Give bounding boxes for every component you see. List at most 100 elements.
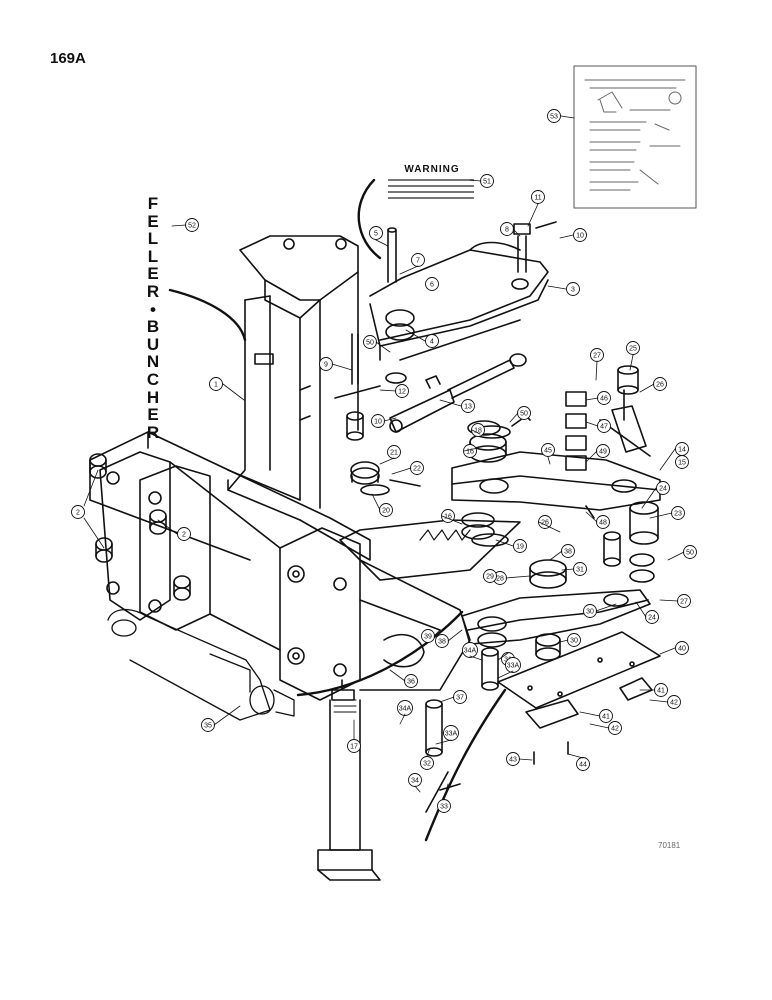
- callout-circle: [425, 277, 439, 291]
- callout-50: 50: [517, 406, 531, 420]
- leader-line: [595, 360, 598, 381]
- pivot-pins: [425, 633, 561, 813]
- callout-circle: [461, 399, 475, 413]
- leader-line: [659, 448, 676, 471]
- callout-text: 17: [350, 743, 358, 750]
- callout-text: 50: [686, 549, 694, 556]
- leader-line: [426, 747, 431, 757]
- callout-text: 29: [486, 573, 494, 580]
- callout-42: 42: [667, 695, 681, 709]
- callout-text: 20: [382, 507, 390, 514]
- leader-line: [375, 239, 389, 247]
- callout-circle: [675, 641, 689, 655]
- warning-heading: WARNING: [404, 164, 460, 175]
- leader-line: [649, 699, 669, 703]
- leader-line: [527, 203, 539, 227]
- callout-52: 52: [185, 218, 199, 232]
- leader-line: [547, 456, 551, 465]
- callout-24: 24: [656, 481, 670, 495]
- callout-text: 50: [520, 410, 528, 417]
- callout-34a: 34A: [397, 700, 413, 716]
- callout-text: 21: [390, 449, 398, 456]
- callout-circle: [505, 657, 521, 673]
- callout-text: 50: [366, 339, 374, 346]
- callout-27: 27: [590, 348, 604, 362]
- leader-line: [414, 785, 421, 793]
- leader-line: [405, 329, 426, 342]
- callout-circle: [541, 443, 555, 457]
- leader-line: [549, 550, 563, 561]
- callout-15: 15: [675, 455, 689, 469]
- callout-48: 48: [596, 515, 610, 529]
- callout-circle: [626, 341, 640, 355]
- leader-line: [585, 511, 598, 523]
- leader-line: [585, 450, 598, 463]
- leader-line: [447, 629, 463, 642]
- callout-1: 1: [209, 377, 223, 391]
- callout-text: 10: [374, 418, 382, 425]
- callout-24: 24: [645, 610, 659, 624]
- callout-45: 45: [541, 443, 555, 457]
- leader-line: [505, 575, 531, 579]
- callout-44: 44: [576, 757, 590, 771]
- leader-line: [560, 115, 575, 119]
- callout-10: 10: [573, 228, 587, 242]
- callout-6: 6: [425, 277, 439, 291]
- leader-line: [371, 493, 381, 511]
- callout-circle: [675, 455, 689, 469]
- callout-circle: [645, 610, 659, 624]
- callout-text: 42: [670, 699, 678, 706]
- leader-line: [512, 228, 521, 237]
- leader-line: [559, 234, 574, 239]
- callout-4: 4: [425, 334, 439, 348]
- callout-3: 3: [566, 282, 580, 296]
- callout-text: 43: [509, 756, 517, 763]
- callout-29: 29: [483, 569, 497, 583]
- leader-line: [433, 629, 441, 637]
- leader-line: [547, 285, 567, 290]
- instruction-decal: [573, 65, 697, 209]
- callout-35: 35: [201, 718, 215, 732]
- callout-26: 26: [538, 515, 552, 529]
- callout-circle: [379, 503, 393, 517]
- callout-text: 30: [586, 608, 594, 615]
- leader-line: [518, 758, 533, 761]
- leader-line: [635, 601, 647, 618]
- spacers: [565, 365, 647, 471]
- leader-line: [659, 647, 676, 655]
- callout-circle: [441, 509, 455, 523]
- mounting-plates: [497, 631, 661, 765]
- callout-text: 16: [444, 513, 452, 520]
- leader-line: [399, 265, 419, 275]
- callout-text: 34: [411, 777, 419, 784]
- leader-line: [585, 421, 599, 427]
- warning-decal: WARNING: [384, 164, 480, 199]
- callout-16: 16: [441, 509, 455, 523]
- callout-14: 14: [675, 442, 689, 456]
- callout-8: 8: [500, 222, 514, 236]
- callout-2: 2: [71, 505, 85, 519]
- callout-circle: [443, 725, 459, 741]
- callout-23: 23: [671, 506, 685, 520]
- callout-text: 51: [483, 178, 491, 185]
- leader-line: [659, 599, 679, 602]
- lead-lines: [168, 178, 507, 842]
- callout-text: 35: [204, 722, 212, 729]
- callout-9: 9: [319, 357, 333, 371]
- callout-text: 5: [374, 230, 378, 237]
- callout-text: 2: [76, 509, 80, 516]
- leader-line: [595, 603, 617, 612]
- callout-text: 41: [657, 687, 665, 694]
- callout-text: 25: [629, 345, 637, 352]
- callout-text: 39: [424, 633, 432, 640]
- callout-22: 22: [410, 461, 424, 475]
- frame-assembly: [227, 235, 359, 521]
- callout-47: 47: [597, 419, 611, 433]
- callout-text: 27: [680, 598, 688, 605]
- drawing-code: 70181: [658, 841, 681, 850]
- title-letter: L: [147, 229, 159, 249]
- callout-13: 13: [461, 399, 475, 413]
- callout-38: 38: [435, 634, 449, 648]
- callout-text: 9: [324, 361, 328, 368]
